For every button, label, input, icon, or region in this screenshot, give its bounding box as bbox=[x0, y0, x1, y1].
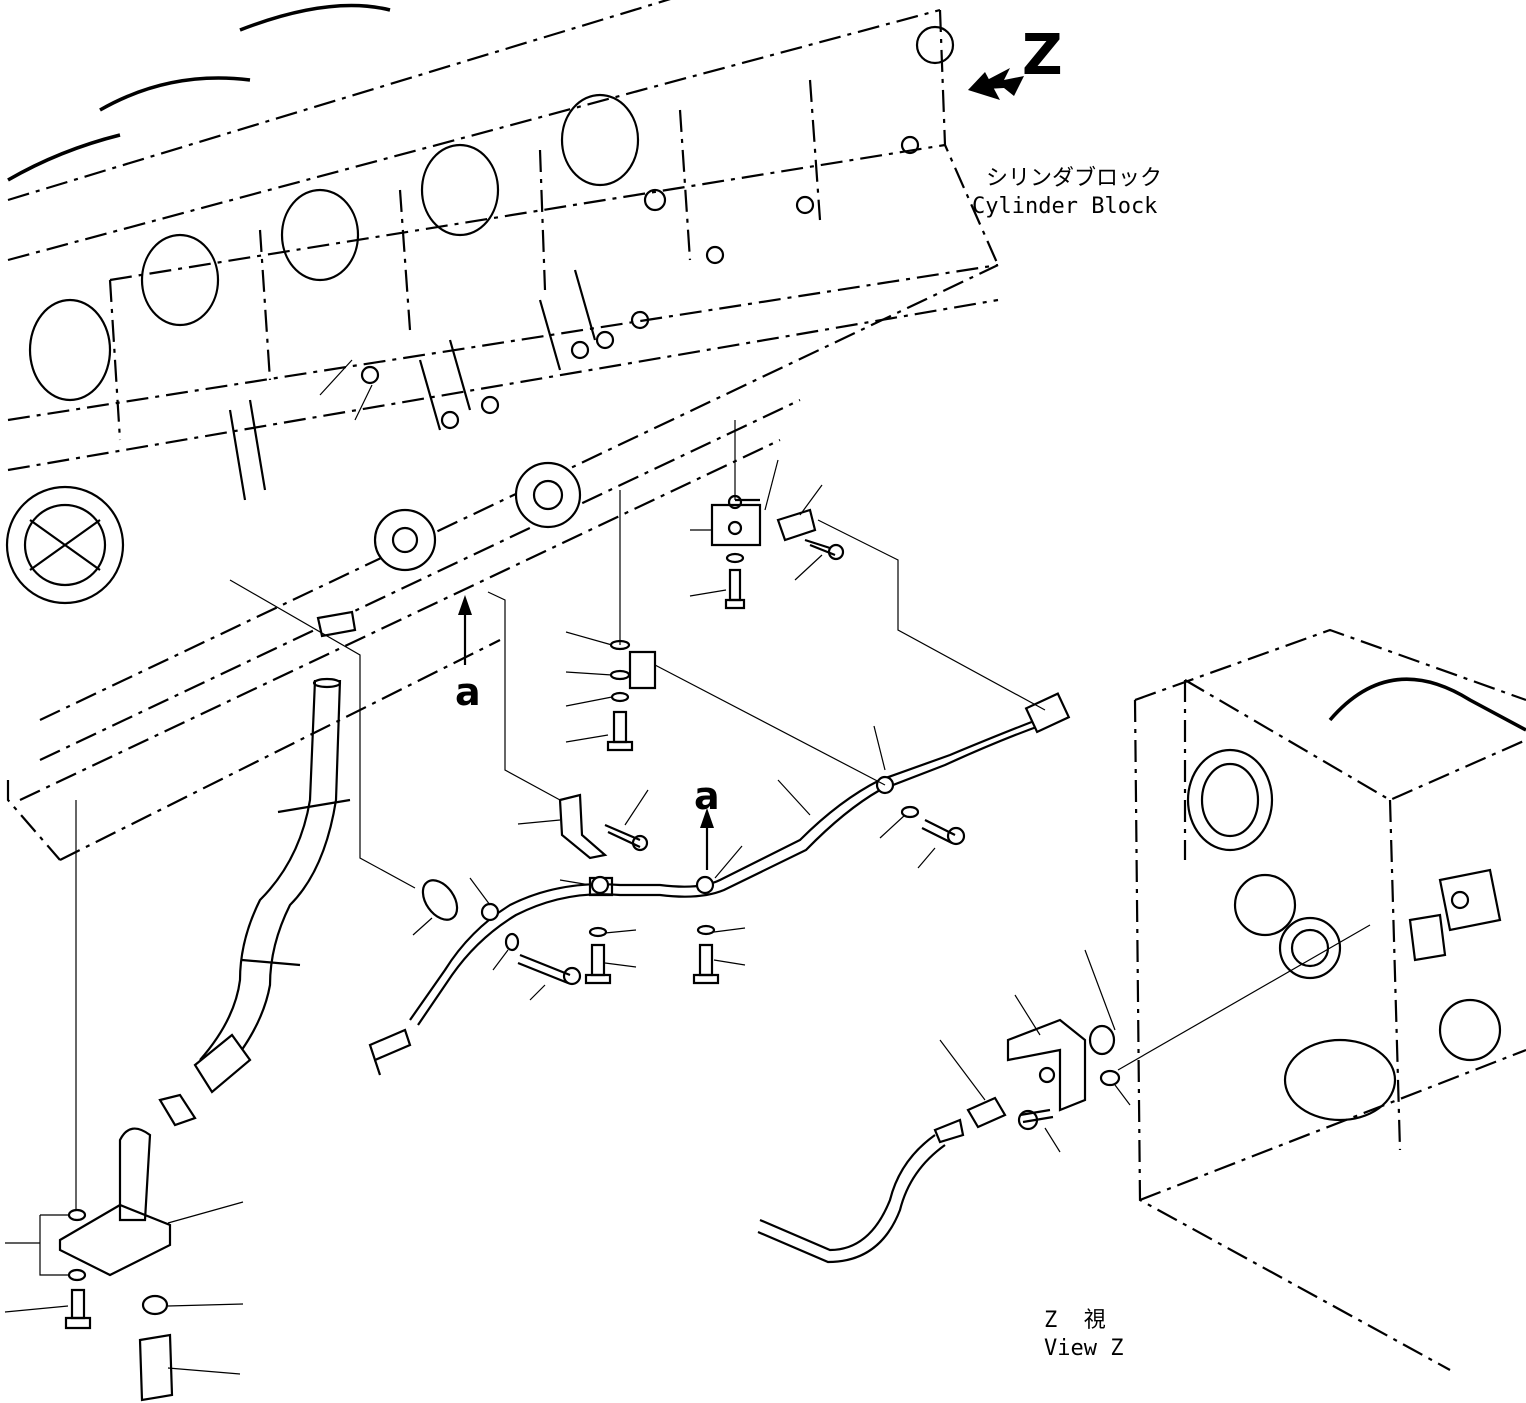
reference-a-lower: a bbox=[694, 774, 720, 818]
view-z-label-jp: Z 視 bbox=[1044, 1308, 1106, 1333]
bracket-group-lower bbox=[504, 793, 966, 986]
view-z-label-en: View Z bbox=[1044, 1336, 1124, 1361]
bracket-group-mid bbox=[606, 639, 657, 752]
cylinder-block-label-en: Cylinder Block bbox=[972, 194, 1158, 219]
bracket-group-upper bbox=[710, 494, 845, 610]
view-z-arrow bbox=[968, 68, 1024, 100]
view-z-block bbox=[757, 628, 1526, 1371]
cylinder-block-label-jp: シリンダブロック bbox=[986, 166, 1163, 191]
cylinder-block bbox=[5, 0, 1000, 861]
reference-a-upper: a bbox=[455, 670, 481, 714]
breather-hose bbox=[58, 610, 357, 1402]
view-z-arrow-label: Z bbox=[1022, 23, 1063, 88]
leader-lines bbox=[4, 359, 1371, 1375]
